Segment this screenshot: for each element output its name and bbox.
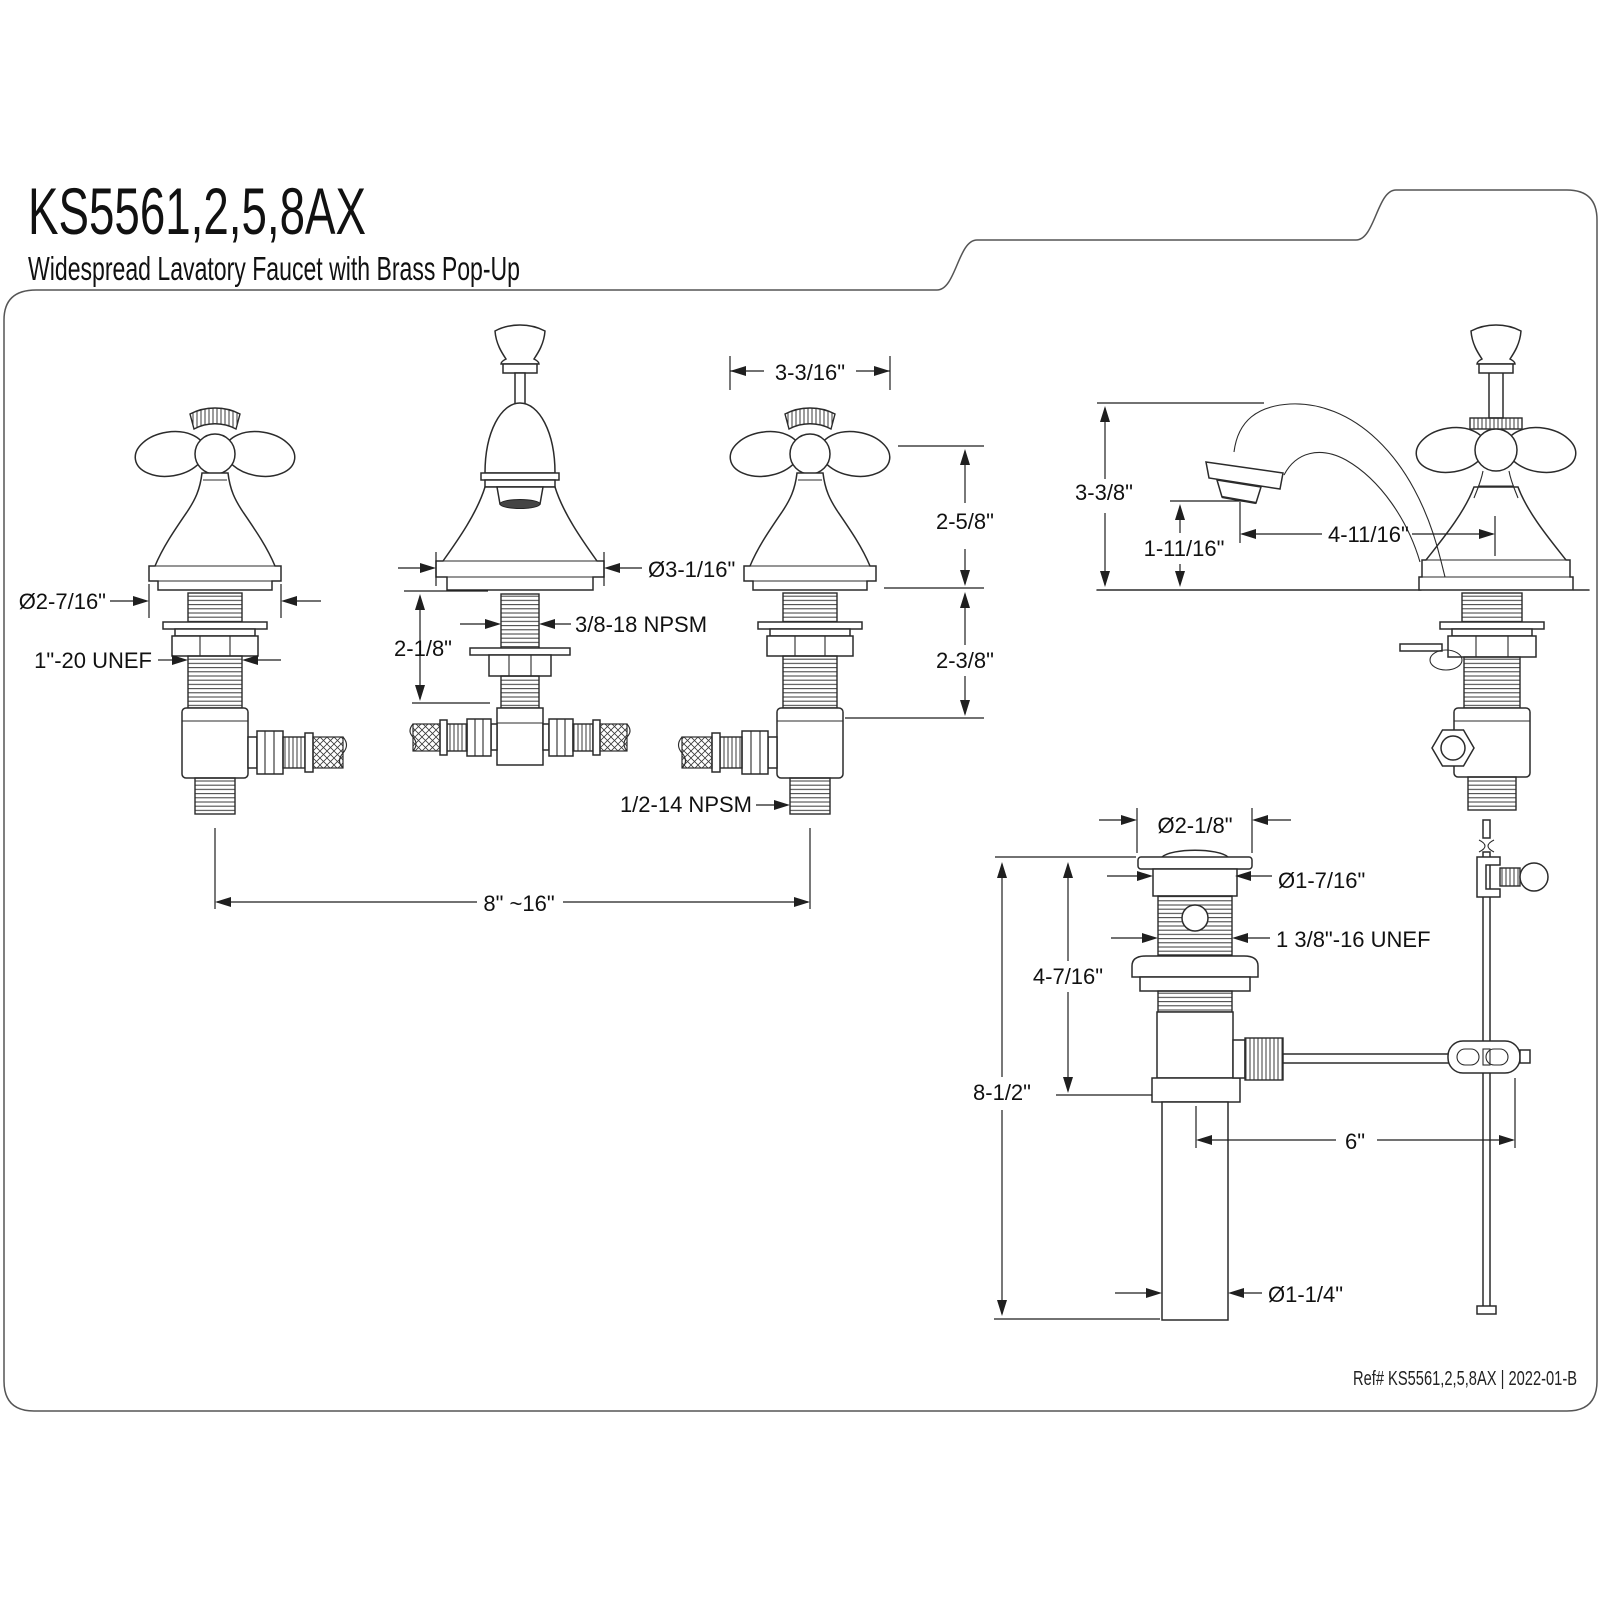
overflow-hole bbox=[1181, 904, 1209, 932]
svg-text:2-5/8": 2-5/8" bbox=[936, 509, 994, 534]
dim-faucet-spread: 8" ~16" bbox=[214, 828, 811, 916]
svg-text:1/2-14 NPSM: 1/2-14 NPSM bbox=[620, 792, 752, 817]
svg-text:2-1/8": 2-1/8" bbox=[394, 636, 452, 661]
svg-text:4-7/16": 4-7/16" bbox=[1033, 964, 1103, 989]
dim-top-diameter: Ø1-7/16" bbox=[1107, 868, 1365, 893]
svg-text:2-3/8": 2-3/8" bbox=[936, 648, 994, 673]
svg-text:8" ~16": 8" ~16" bbox=[483, 891, 554, 916]
dim-handle-diameter: Ø2-7/16" bbox=[19, 584, 321, 618]
dim-rod-length: 6" bbox=[1195, 1078, 1516, 1154]
svg-text:3-3/16": 3-3/16" bbox=[775, 360, 845, 385]
tailpiece bbox=[1161, 1101, 1229, 1321]
dim-handle-shank-length: 2-3/8" bbox=[845, 592, 994, 719]
dim-handle-shank-thread: 1"-20 UNEF bbox=[34, 648, 281, 673]
dim-handle-width: 3-3/16" bbox=[729, 356, 891, 390]
ball-rod bbox=[1232, 1037, 1531, 1081]
aerator bbox=[499, 499, 541, 509]
svg-text:Ø2-7/16": Ø2-7/16" bbox=[19, 589, 106, 614]
right-handle-assembly bbox=[677, 407, 894, 815]
page-title: KS5561,2,5,8AX bbox=[28, 174, 366, 248]
side-valve bbox=[1399, 592, 1545, 811]
side-handle bbox=[1415, 324, 1577, 499]
dim-tailpiece-diameter: Ø1-1/4" bbox=[1115, 1282, 1343, 1307]
svg-text:1"-20 UNEF: 1"-20 UNEF bbox=[34, 648, 152, 673]
sheet-border bbox=[3, 189, 1598, 1412]
dim-supply-outlet-thread: 1/2-14 NPSM bbox=[620, 792, 790, 817]
left-handle-assembly bbox=[131, 407, 348, 815]
side-base bbox=[1418, 486, 1574, 591]
dim-overall-length: 8-1/2" bbox=[973, 856, 1160, 1320]
dim-spout-height: 3-3/8" bbox=[1075, 402, 1264, 587]
dim-flange-diameter: Ø2-1/8" bbox=[1099, 808, 1291, 853]
svg-text:4-11/16": 4-11/16" bbox=[1328, 522, 1409, 547]
svg-text:Ø2-1/8": Ø2-1/8" bbox=[1157, 813, 1232, 838]
svg-text:1 3/8"-16 UNEF: 1 3/8"-16 UNEF bbox=[1276, 927, 1431, 952]
dim-spout-base-diameter: Ø3-1/16" bbox=[398, 552, 735, 586]
dim-spout-shank-height: 2-1/8" bbox=[394, 590, 490, 704]
svg-text:1-11/16": 1-11/16" bbox=[1144, 536, 1225, 561]
dim-flange-to-outlet: 4-7/16" bbox=[1033, 862, 1152, 1096]
svg-text:Ø1-1/4": Ø1-1/4" bbox=[1268, 1282, 1343, 1307]
dim-spout-reach: 4-11/16" bbox=[1239, 502, 1496, 556]
svg-text:3/8-18 NPSM: 3/8-18 NPSM bbox=[575, 612, 707, 637]
drain-assembly: Ø2-1/8" Ø1-7/16" 1 3/8"-16 UNEF 4-7/16" bbox=[973, 808, 1531, 1321]
spout-assembly bbox=[409, 324, 631, 766]
front-view: Ø2-7/16" 1"-20 UNEF 2-1/8" 3/8-18 NPSM bbox=[19, 324, 994, 916]
page-subtitle: Widespread Lavatory Faucet with Brass Po… bbox=[28, 250, 520, 287]
svg-text:3-3/8": 3-3/8" bbox=[1075, 480, 1133, 505]
side-lift-knob bbox=[1470, 324, 1522, 374]
dim-spout-clearance: 1-11/16" bbox=[1144, 500, 1245, 587]
svg-text:8-1/2": 8-1/2" bbox=[973, 1080, 1031, 1105]
dim-spout-shank-thread: 3/8-18 NPSM bbox=[460, 612, 707, 637]
dim-body-thread: 1 3/8"-16 UNEF bbox=[1111, 927, 1431, 952]
ref-note: Ref# KS5561,2,5,8AX | 2022-01-B bbox=[1353, 1368, 1577, 1390]
pop-up-rod bbox=[1476, 819, 1549, 1315]
dim-handle-height: 2-5/8" bbox=[884, 445, 994, 589]
side-view: 3-3/8" 1-11/16" 4-11/16" bbox=[1075, 324, 1590, 1315]
svg-text:6": 6" bbox=[1345, 1129, 1365, 1154]
svg-text:Ø1-7/16": Ø1-7/16" bbox=[1278, 868, 1365, 893]
svg-text:Ø3-1/16": Ø3-1/16" bbox=[648, 557, 735, 582]
lift-rod-knob bbox=[494, 324, 546, 374]
side-spout bbox=[1205, 403, 1446, 578]
